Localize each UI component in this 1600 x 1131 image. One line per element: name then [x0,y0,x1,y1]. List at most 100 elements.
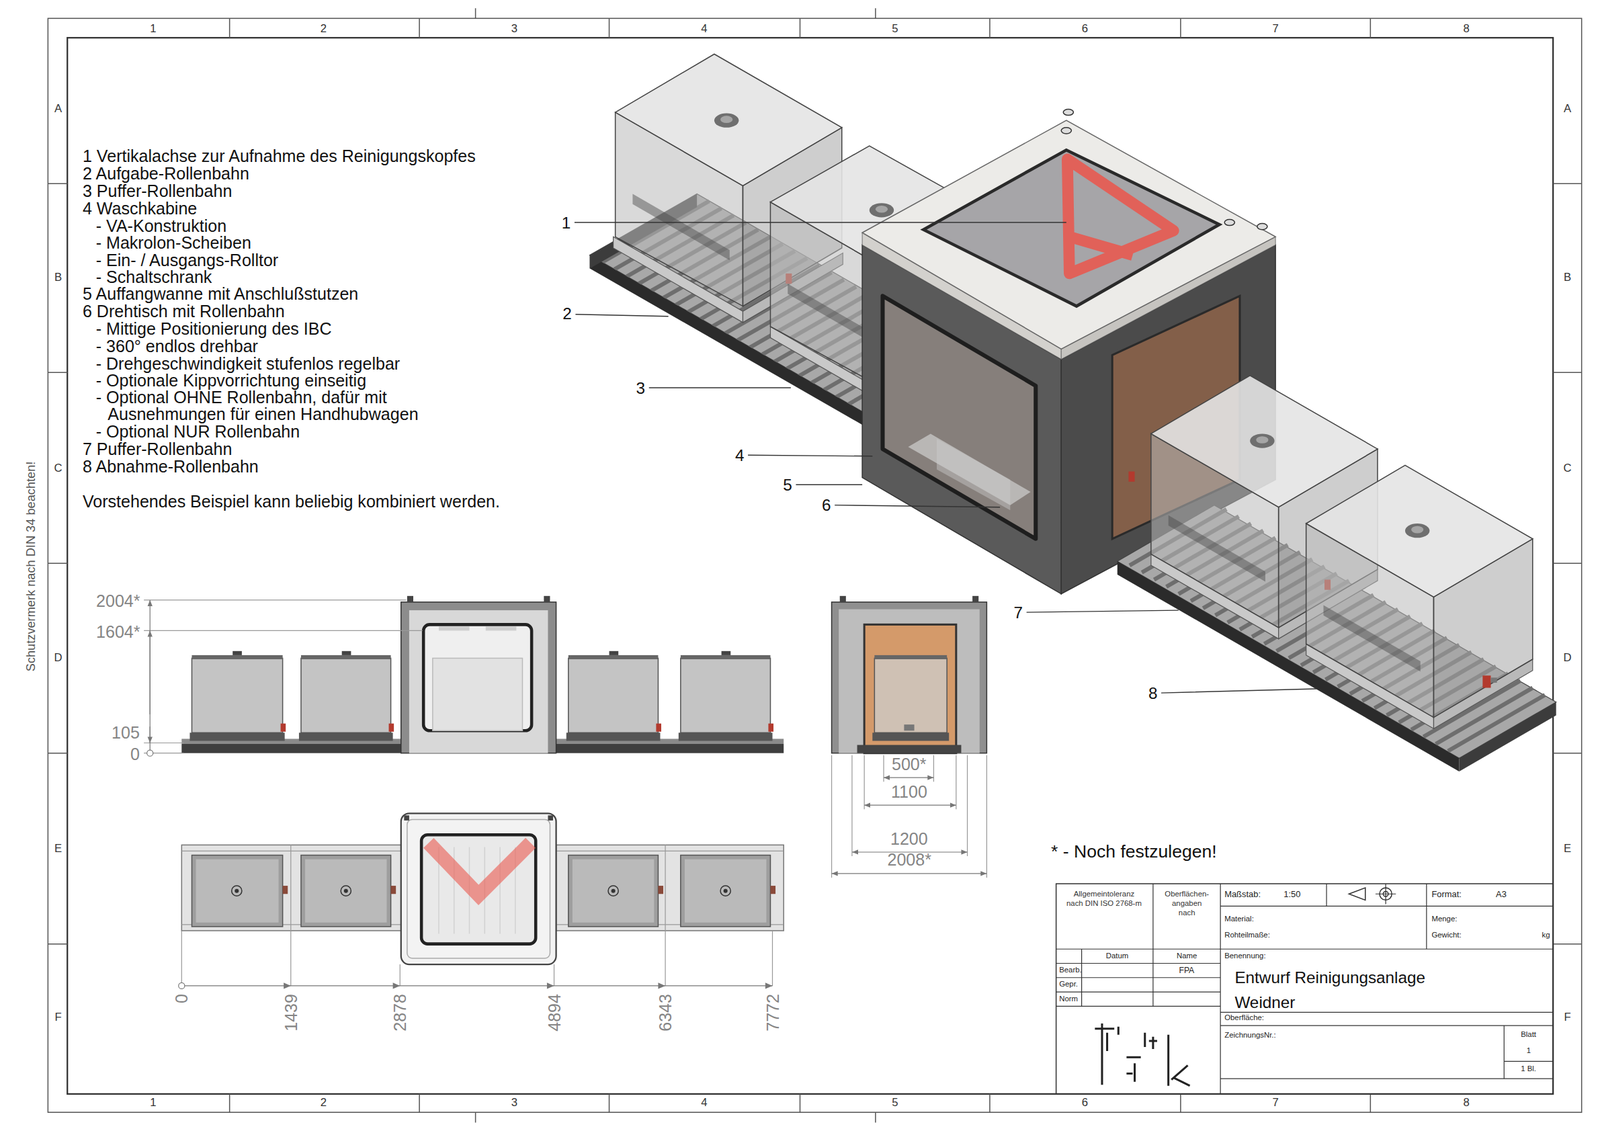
front-elevation [189,732,285,741]
isometric-view [923,149,1219,306]
plan-view [572,859,654,923]
front-elevation [191,655,283,660]
front-elevation [181,743,401,754]
plan-view [657,885,664,894]
plan-view [608,885,619,896]
side-elevation [874,655,947,660]
legend-line: 6 Drehtisch mit Rollenbahn [82,301,285,322]
front-elevation [143,596,784,756]
plan-view [720,885,731,896]
plan-view [403,815,410,821]
plan-view [723,889,728,894]
isometric-view [1168,515,1266,582]
title-block-text: Rohteilmaße: [1224,930,1271,941]
front-elevation [301,657,392,733]
title-block [1348,887,1365,900]
legend-line: - Optional OHNE Rollenbahn, dafür mit Au… [96,389,476,425]
side-elevation [903,724,914,731]
frame-index: 1 [149,1096,156,1110]
front-elevation [655,723,662,732]
frame-index: D [54,651,63,665]
title-block-text: Blatt [1520,1030,1537,1040]
front-elevation [389,723,395,732]
isometric-view [615,53,842,186]
plan-view [344,889,349,894]
legend-line: - Makrolon-Scheiben [96,232,252,253]
title-block-text: Benennung: [1224,951,1266,961]
isometric-view [1063,108,1074,115]
title-block-text: ZeichnungsNr.: [1224,1030,1277,1041]
front-elevation [409,610,549,754]
frame-index: D [1563,651,1572,665]
front-elevation [680,655,771,660]
isometric-view [869,202,894,218]
title-block-text: Name [1176,951,1197,961]
isometric-view [1128,471,1135,482]
frame-index: 5 [891,1096,898,1110]
isometric-view [1405,523,1430,538]
title-block-text: Material: [1224,914,1254,924]
isometric-view [1411,526,1424,534]
isometric-view [714,113,739,128]
isometric-view [590,53,1557,772]
plan-view [181,844,401,931]
front-elevation [149,726,151,743]
frame-index: 5 [891,22,898,36]
plan-view [568,855,659,927]
frame-index: E [1563,841,1572,856]
isometric-view [936,438,1010,511]
frame-index: 8 [1463,1096,1470,1110]
plan-view [301,855,392,927]
title-block-text: Gepr. [1059,979,1078,990]
company-logo [1094,1023,1190,1086]
title-block [1056,883,1554,1094]
isometric-view [1482,675,1491,688]
legend-line: - Optionale Kippvorrichtung einseitig [96,370,367,391]
plan-view [305,859,387,923]
title-block-text: Oberfläche: [1224,1013,1265,1023]
legend-line: - Drehgeschwindigkeit stufenlos regelbar [96,353,400,374]
side-elevation [839,596,847,603]
front-elevation [485,626,517,631]
front-elevation [149,630,151,715]
dimension-value: 1100 [891,781,928,802]
dimension-value: 1200 [890,828,929,849]
title-block [1056,883,1554,1094]
title-block-text: A3 [1495,889,1507,900]
title-block-text: Oberflächen- angaben nach [1163,889,1211,918]
dimension-value: 0 [171,993,192,1004]
frame-index: 6 [1081,1096,1088,1110]
plan-view [556,844,785,931]
front-elevation [299,732,394,741]
plan-view [178,813,784,989]
side-elevation [972,596,979,603]
frame-index: 7 [1272,1096,1279,1110]
front-elevation [143,600,423,754]
frame-index: A [1563,102,1572,116]
legend-line: 5 Auffangwanne mit Anschlußstutzen [82,283,359,304]
title-block-text: Bearb. [1059,965,1082,976]
dimension-value: 7772 [762,993,783,1032]
front-elevation [232,651,242,656]
footnote: * - Noch festzulegen! [1050,841,1217,863]
isometric-view [1224,219,1235,226]
drawing-frame [47,8,1582,1123]
frame-index: 2 [320,22,327,36]
callout-number: 2 [562,303,572,324]
plan-view [234,889,239,894]
plan-view [680,855,771,927]
side-elevation [831,872,988,874]
dimension-value: 500* [891,753,927,775]
legend-line: 8 Abnahme-Rollenbahn [82,456,259,477]
dimension-value: 2008* [887,849,931,870]
callout-number: 4 [735,445,745,466]
frame-index: 3 [511,22,518,36]
callout-number: 7 [1013,602,1023,623]
title-block-text: Weidner [1234,992,1295,1013]
plan-view [184,985,773,986]
frame-index: 4 [700,1096,707,1110]
front-elevation [191,657,283,733]
isometric-view [1257,223,1268,230]
legend-line: - Optional NUR Rollenbahn [96,421,301,442]
isometric-view [1306,465,1533,597]
